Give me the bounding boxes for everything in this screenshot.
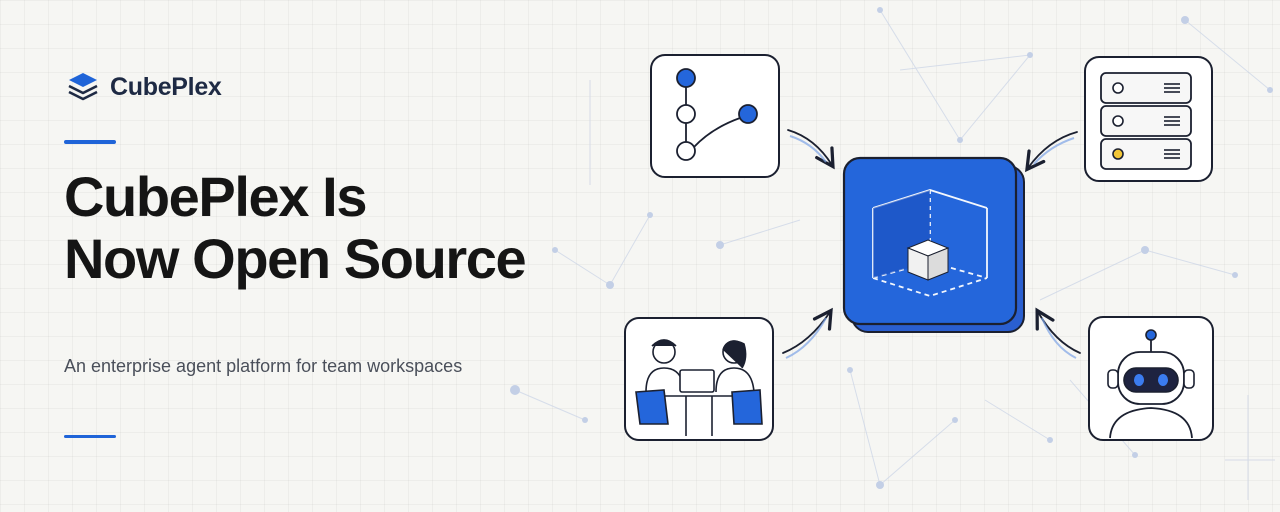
brand-name: CubePlex [110, 72, 222, 101]
server-rack-icon [1084, 56, 1213, 182]
accent-rule-top [64, 140, 116, 144]
brand: CubePlex [66, 70, 222, 104]
accent-rule-bottom [64, 435, 116, 438]
git-branch-icon [650, 54, 780, 178]
title-line-1: CubePlex Is [64, 165, 367, 228]
page-title: CubePlex Is Now Open Source [64, 165, 527, 290]
title-line-2: Now Open Source [64, 227, 527, 290]
robot-agent-icon [1088, 316, 1214, 441]
stacked-layers-icon [68, 73, 98, 101]
subtitle: An enterprise agent platform for team wo… [64, 356, 463, 376]
connector-arrows [782, 129, 1081, 354]
team-meeting-icon [624, 317, 774, 441]
cube-platform-icon [842, 156, 1025, 333]
